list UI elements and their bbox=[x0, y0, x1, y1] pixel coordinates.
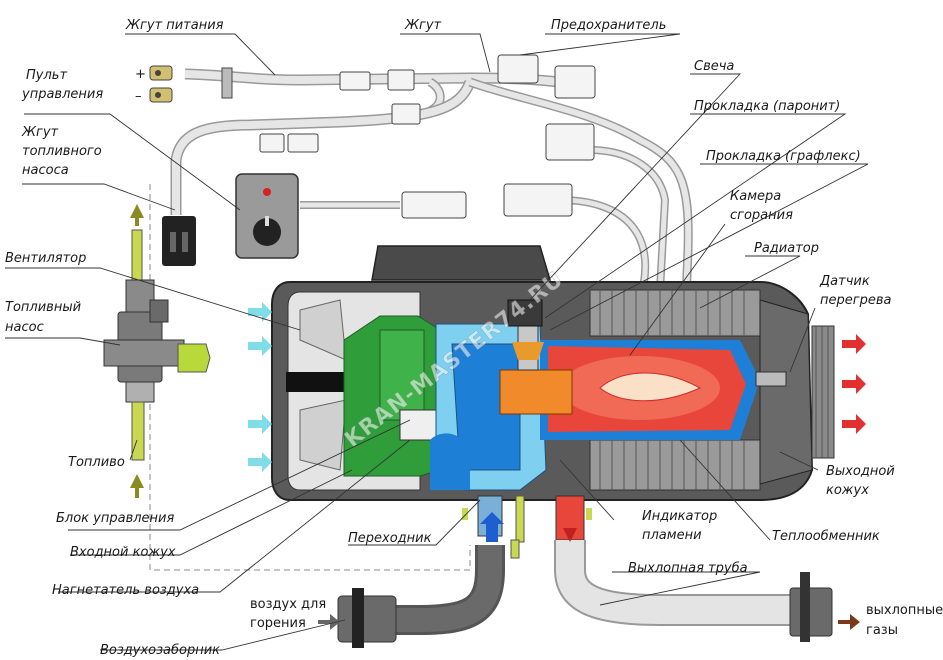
hot-air-arrows bbox=[842, 334, 866, 434]
label-exhaust-gases-1: выхлопные bbox=[866, 603, 943, 618]
labels: Жгут питания Жгут Предохранитель Свеча П… bbox=[5, 18, 943, 658]
plus-sign: + bbox=[135, 67, 146, 82]
label-fuel-pump-harness-3: насоса bbox=[22, 163, 69, 178]
control-panel bbox=[235, 173, 299, 259]
label-inlet-casing: Входной кожух bbox=[70, 545, 176, 560]
label-gasket-graflex: Прокладка (графлекс) bbox=[706, 149, 861, 164]
label-harness: Жгут bbox=[404, 18, 442, 33]
label-combustion-air-2: горения bbox=[250, 616, 306, 631]
label-control-unit: Блок управления bbox=[56, 511, 174, 526]
leader-lines bbox=[5, 33, 869, 651]
label-flame-indicator-2: пламени bbox=[642, 528, 702, 543]
connectors bbox=[259, 54, 596, 219]
fuel-pump-connector bbox=[162, 216, 196, 266]
label-fuel-pump-2: насос bbox=[5, 320, 44, 335]
label-glow-plug: Свеча bbox=[694, 59, 734, 74]
label-fuel-pump-harness-1: Жгут bbox=[21, 125, 59, 140]
label-air-blower: Нагнетатель воздуха bbox=[52, 583, 199, 598]
heater-body bbox=[271, 245, 835, 543]
minus-sign: – bbox=[135, 89, 142, 104]
label-air-intake: Воздухозаборник bbox=[100, 643, 220, 658]
label-power-harness: Жгут питания bbox=[125, 18, 224, 33]
label-outlet-casing-1: Выходной bbox=[826, 464, 895, 479]
outer-arrows bbox=[318, 614, 860, 630]
label-outlet-casing-2: кожух bbox=[826, 483, 869, 498]
label-fan: Вентилятор bbox=[5, 251, 86, 266]
air-intake-assembly bbox=[337, 512, 520, 648]
battery-terminals: + – bbox=[135, 65, 233, 104]
label-heat-exchanger: Теплообменник bbox=[772, 529, 880, 544]
label-fuel-pump-1: Топливный bbox=[5, 300, 81, 315]
label-fuel-pump-harness-2: топливного bbox=[22, 144, 102, 159]
label-fuse: Предохранитель bbox=[551, 18, 666, 33]
fuel-flow-arrows bbox=[130, 204, 144, 498]
cold-air-arrows bbox=[248, 302, 272, 472]
label-combustion-air-1: воздух для bbox=[250, 597, 326, 612]
label-control-panel-1: Пульт bbox=[26, 68, 67, 83]
exhaust-pipe-assembly bbox=[554, 528, 833, 642]
label-exhaust-pipe: Выхлопная труба bbox=[628, 561, 748, 576]
label-exhaust-gases-2: газы bbox=[866, 623, 898, 638]
label-combustion-chamber-2: сгорания bbox=[730, 208, 793, 223]
label-overheat-sensor-2: перегрева bbox=[820, 293, 891, 308]
label-gasket-paronite: Прокладка (паронит) bbox=[694, 99, 840, 114]
wiring-harness bbox=[170, 68, 693, 302]
label-fuel: Топливо bbox=[68, 455, 125, 470]
label-adapter: Переходник bbox=[348, 531, 432, 546]
label-overheat-sensor-1: Датчик bbox=[819, 274, 870, 289]
label-flame-indicator-1: Индикатор bbox=[642, 509, 717, 524]
label-control-panel-2: управления bbox=[21, 87, 103, 102]
label-radiator: Радиатор bbox=[754, 241, 819, 256]
label-combustion-chamber-1: Камера bbox=[730, 189, 781, 204]
